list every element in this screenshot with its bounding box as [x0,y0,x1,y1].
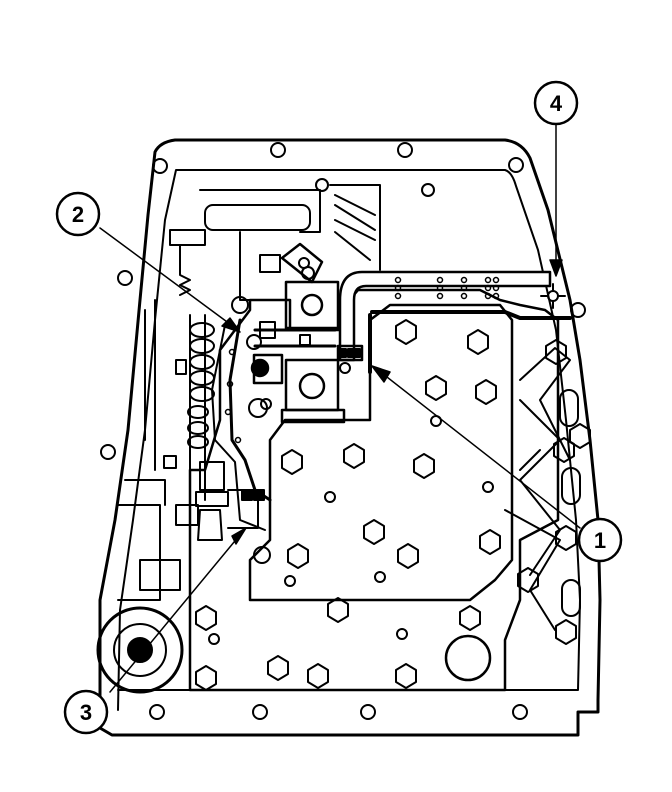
callout-2: 2 [55,191,101,237]
solenoid-upper [284,280,340,330]
callout-4-label: 4 [550,91,563,116]
bolt-hole [100,444,116,460]
valve-body-bolts [195,319,501,691]
crosshair-marker [540,283,566,309]
bolt-hole [397,142,413,158]
misc-fittings [231,178,435,418]
leader-lines [99,119,581,693]
housing-bolt-holes [100,142,586,720]
bolt-hole [508,157,524,173]
bolt-hole [149,704,165,720]
bolt-hole [117,270,133,286]
solenoid-bracket [280,242,324,284]
bolt-hole [360,704,376,720]
bolt-hole [152,158,168,174]
solenoids [250,280,346,424]
connector-plug [336,344,364,374]
valve-body-holes [208,415,494,682]
conductor-plate [211,270,572,531]
callout-3-label: 3 [80,700,92,725]
solenoid-lower [284,358,340,412]
bolt-hole [512,704,528,720]
callout-2-label: 2 [72,202,84,227]
callout-1: 1 [577,517,623,563]
bolt-hole [270,142,286,158]
right-valve-channels [504,339,591,645]
bolt-hole [252,704,268,720]
bolt-hole [570,302,586,318]
housing-top-structures [169,184,381,301]
callout-4: 4 [533,80,579,126]
housing-inner-outline [117,169,581,711]
pump-boss [96,606,184,694]
separator-plate [248,303,514,602]
valve-spool [175,461,265,541]
housing-left-details [117,299,206,601]
callout-1-label: 1 [594,528,606,553]
spring-stack [163,322,215,469]
callout-3: 3 [63,689,109,735]
connector-pins [224,276,500,444]
